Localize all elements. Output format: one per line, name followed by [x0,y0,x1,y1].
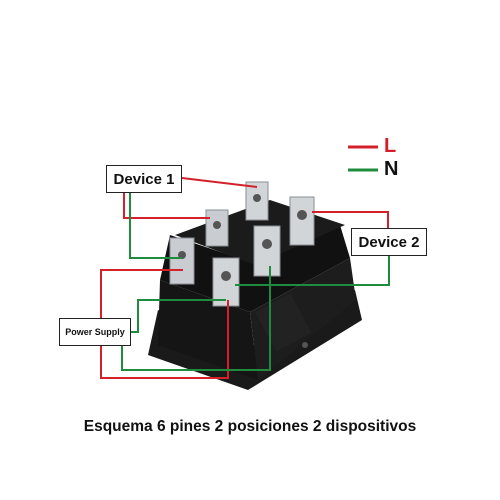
wire-psu-neutral [121,266,271,371]
pin-back-middle [245,181,269,221]
wire-device1-to-back-middle [181,177,258,188]
wire-device2-neutral [235,256,390,286]
wire-device1-neutral [129,193,182,259]
switch-flange [148,290,362,390]
device-2-label: Device 2 [351,228,427,256]
pin-front-right [253,225,281,277]
neutral-wires [121,193,390,371]
wire-psu-neutral-to-front [131,299,226,333]
pin-back-right [289,196,315,246]
diagram-caption: Esquema 6 pines 2 posiciones 2 dispositi… [83,418,417,435]
legend-neutral-label: N [384,158,399,180]
pin-back-left [205,209,229,247]
switch-housing-side [158,280,258,380]
pin-front-left [169,237,195,285]
legend-live-label: L [384,135,397,157]
pins [169,181,315,307]
device-1-label: Device 1 [106,165,182,193]
power-supply-label: Power Supply [59,318,131,346]
wire-psu-live-down [100,300,229,379]
pin-front-middle [212,257,240,307]
switch-hole [302,342,308,348]
